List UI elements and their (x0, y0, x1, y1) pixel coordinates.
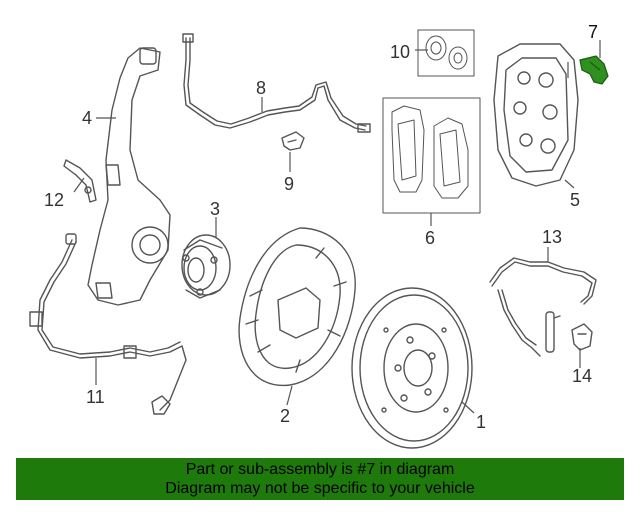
highlighted-part-7 (579, 55, 609, 85)
sensor-bracket (63, 159, 97, 203)
callout-11: 11 (86, 387, 105, 407)
leader-lines (73, 40, 601, 414)
callout-3: 3 (210, 199, 220, 219)
callout-7: 7 (588, 22, 598, 42)
speed-sensor (29, 233, 187, 415)
line-clip (571, 323, 593, 351)
seal-kit-box (417, 29, 475, 77)
brake-line (489, 257, 597, 357)
callout-10: 10 (390, 42, 410, 62)
dust-shield (238, 227, 356, 387)
banner-line-1: Part or sub-assembly is #7 in diagram (185, 461, 455, 478)
brake-pad-box (382, 97, 481, 214)
callout-13: 13 (542, 227, 562, 247)
hose-bracket (281, 131, 305, 151)
brake-rotor (351, 287, 473, 449)
callout-6: 6 (425, 228, 435, 248)
callout-12: 12 (44, 190, 64, 210)
brake-hose (182, 33, 371, 133)
callout-4: 4 (82, 108, 92, 128)
brake-caliper (493, 43, 579, 187)
callout-1: 1 (476, 412, 486, 432)
callout-2: 2 (280, 406, 290, 426)
callout-14: 14 (572, 366, 592, 386)
info-banner: Part or sub-assembly is #7 in diagram Di… (16, 458, 624, 500)
steering-knuckle (87, 47, 171, 306)
wheel-hub (181, 234, 231, 299)
callout-5: 5 (570, 190, 580, 210)
banner-line-2: Diagram may not be specific to your vehi… (165, 480, 475, 497)
callout-8: 8 (256, 78, 266, 98)
callout-9: 9 (284, 174, 294, 194)
